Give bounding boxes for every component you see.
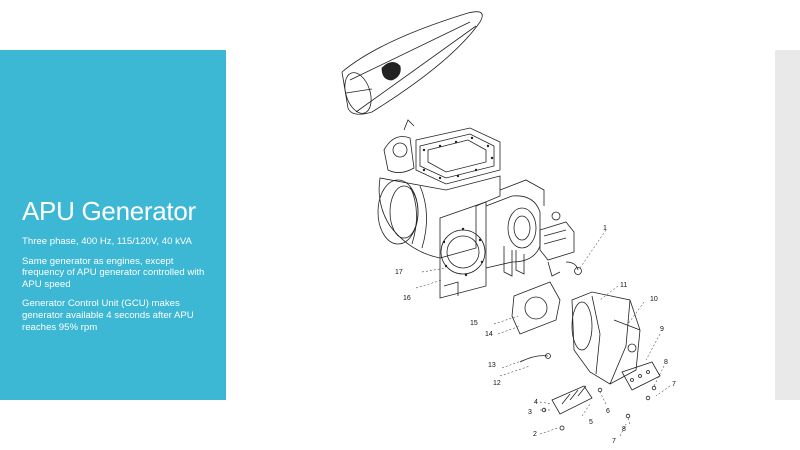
callout-10: 10 — [650, 296, 658, 303]
callout-6: 6 — [606, 408, 610, 415]
callout-8b: 8 — [622, 426, 626, 433]
callout-1: 1 — [603, 225, 607, 232]
leader-lines — [415, 229, 671, 437]
bullet-item: Generator Control Unit (GCU) makes gener… — [22, 298, 194, 333]
callout-9: 9 — [660, 326, 664, 333]
callout-12: 12 — [493, 380, 501, 387]
callout-2: 2 — [533, 431, 537, 438]
callout-5: 5 — [589, 419, 593, 426]
callout-7: 7 — [672, 381, 676, 388]
callout-11: 11 — [620, 282, 627, 289]
callout-14: 14 — [485, 331, 493, 338]
bullet-list: Three phase, 400 Hz, 115/120V, 40 kVA Sa… — [22, 236, 207, 341]
title-panel — [0, 50, 226, 400]
callout-17: 17 — [395, 269, 403, 276]
right-accent-strip — [775, 50, 800, 400]
apu-generator-exploded-diagram: 1 11 10 9 8 7 8 7 6 5 4 3 2 12 13 14 15 … — [341, 11, 676, 445]
callout-3: 3 — [528, 409, 532, 416]
tail-cone-locator — [341, 11, 483, 115]
bullet-item: Same generator as engines, except freque… — [22, 255, 205, 290]
callout-8: 8 — [664, 359, 668, 366]
callout-13: 13 — [488, 362, 496, 369]
callout-15: 15 — [470, 320, 478, 327]
callout-4: 4 — [534, 399, 538, 406]
slide-title: APU Generator — [22, 196, 196, 226]
exploded-parts — [511, 261, 661, 431]
callout-16: 16 — [403, 295, 411, 302]
bullet-item: Three phase, 400 Hz, 115/120V, 40 kVA — [22, 236, 192, 247]
apu-main-body — [377, 119, 575, 299]
callout-7b: 7 — [612, 438, 616, 445]
callout-labels: 1 11 10 9 8 7 8 7 6 5 4 3 2 12 13 14 15 … — [395, 225, 676, 445]
